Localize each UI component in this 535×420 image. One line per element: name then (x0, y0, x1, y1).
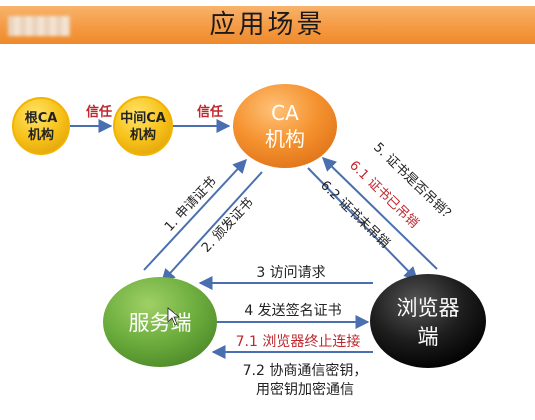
trust-label-1: 信任 (86, 104, 112, 120)
blurred-logo (8, 16, 70, 36)
intermediate-ca-line2: 机构 (130, 127, 156, 143)
browser-line1: 浏览器 (397, 296, 460, 320)
step-1-label: 1. 申请证书 (162, 174, 220, 234)
mouse-cursor-icon (167, 307, 181, 326)
arrow-revocation-query (321, 157, 438, 270)
node-intermediate-ca: 中间CA 机构 (113, 96, 173, 156)
ca-line1: CA (271, 101, 299, 125)
ca-line2: 机构 (265, 127, 305, 151)
node-browser: 浏览器 端 (370, 274, 486, 368)
intermediate-ca-line1: 中间CA (120, 110, 166, 126)
arrow-revocation-reply (307, 167, 418, 282)
node-ca: CA 机构 (233, 84, 337, 168)
root-ca-line1: 根CA (25, 110, 58, 126)
step-7-2-line1: 7.2 协商通信密钥， (243, 362, 368, 379)
root-ca-line2: 机构 (28, 127, 54, 143)
step-3-label: 3 访问请求 (256, 265, 325, 281)
title-bar: 应用场景 (0, 6, 535, 44)
step-2-label: 2. 颁发证书 (198, 195, 256, 256)
step-4-label: 4 发送签名证书 (244, 302, 341, 319)
page-title: 应用场景 (209, 10, 326, 40)
node-server: 服务端 (103, 277, 217, 367)
step-7-2-line2: 用密钥加密通信 (256, 381, 354, 398)
browser-line2: 端 (418, 325, 439, 349)
step-7-1-label: 7.1 浏览器终止连接 (236, 333, 361, 350)
node-root-ca: 根CA 机构 (12, 97, 70, 155)
trust-label-2: 信任 (197, 104, 223, 120)
arrow-apply-cert (143, 158, 247, 271)
server-label: 服务端 (129, 311, 192, 335)
arrow-issue-cert (161, 171, 263, 284)
